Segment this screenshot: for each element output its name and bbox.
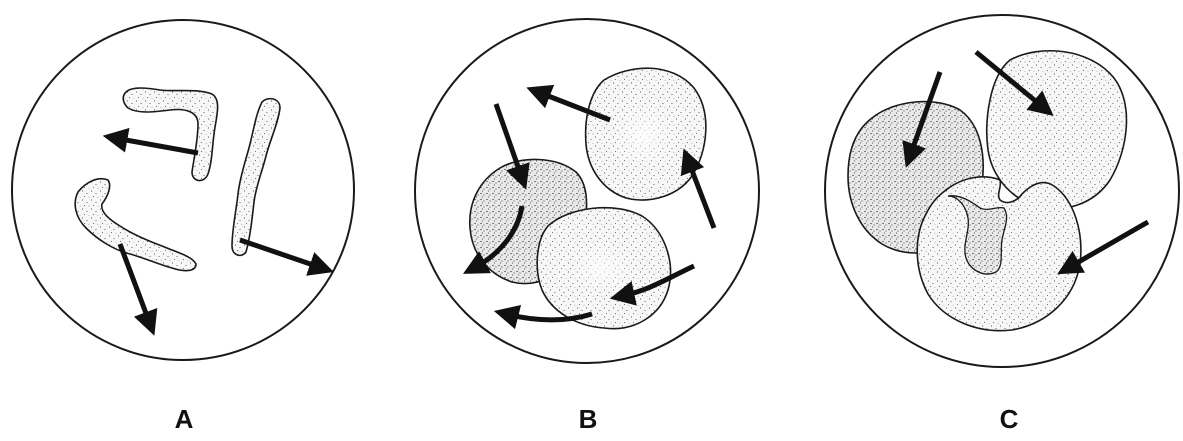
crenated-fragment-1: [123, 88, 217, 181]
crenated-fragment-3: [75, 179, 196, 271]
panel-c: [825, 15, 1179, 367]
motion-arrow: [240, 240, 322, 268]
red-blood-cell: [537, 208, 670, 329]
motion-arrow: [688, 160, 714, 228]
motion-arrow: [115, 138, 198, 153]
panel-c-label: C: [989, 404, 1029, 435]
panel-a: [12, 20, 354, 360]
red-blood-cell: [917, 177, 1081, 331]
panel-b-label: B: [568, 404, 608, 435]
red-blood-cell: [586, 68, 706, 200]
panel-b: [415, 19, 759, 363]
panel-a-field-circle: [12, 20, 354, 360]
crenated-fragment-2: [232, 99, 280, 256]
panel-a-label: A: [164, 404, 204, 435]
motion-arrow: [506, 314, 592, 320]
red-blood-cell: [987, 51, 1127, 209]
